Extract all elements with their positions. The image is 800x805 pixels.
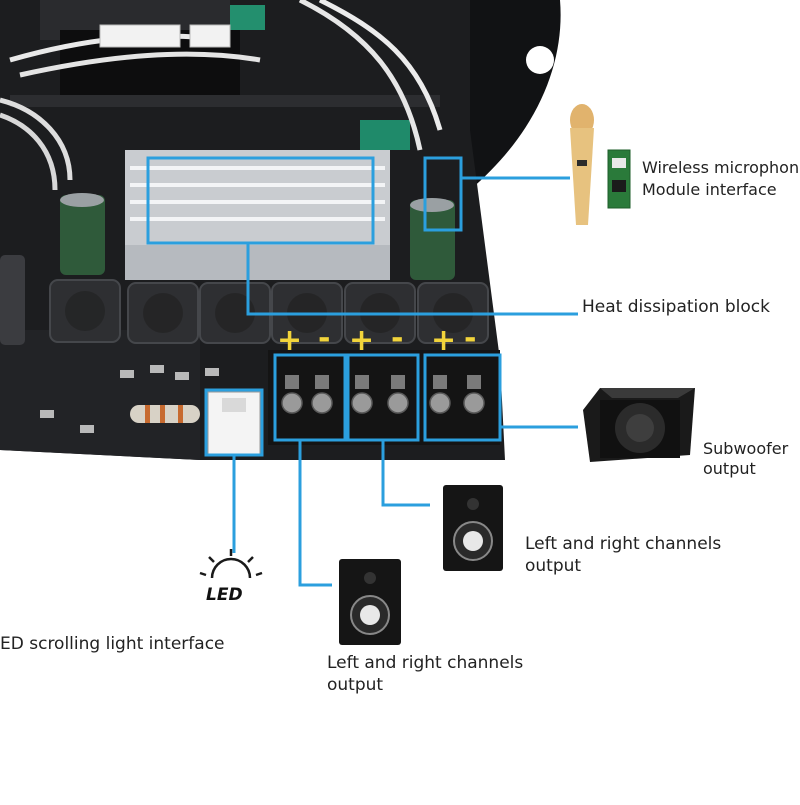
lr-upper-label-line1: Left and right channels [525, 534, 722, 554]
polarity-minus-left: - [318, 321, 331, 356]
wireless-mic-label-line2: Module interface [642, 180, 777, 199]
studio-monitor-speaker-icon-lower [339, 559, 401, 645]
amplifier-board [0, 0, 561, 460]
polarity-plus-right: + [431, 323, 457, 358]
lr-lower-label-line2: output [327, 675, 384, 695]
leader-lines [232, 176, 578, 587]
subwoofer-label-line1: Subwoofer [703, 439, 789, 458]
wireless-mic-label-line1: Wireless microphone [642, 158, 800, 177]
polarity-plus-left: + [277, 323, 303, 358]
studio-monitor-speaker-icon [443, 485, 503, 571]
heatsink-highlight [146, 156, 375, 245]
led-bulb-icon [199, 549, 263, 579]
polarity-minus-middle: - [391, 321, 404, 356]
led-icon-text: LED [206, 585, 243, 605]
subwoofer-speaker-icon [583, 388, 695, 462]
terminal-right-highlight [423, 353, 502, 442]
wireless-microphone-icon [570, 104, 594, 225]
polarity-plus-middle: + [349, 323, 375, 358]
microphone-module-icon [607, 149, 631, 209]
terminal-left-highlight [273, 353, 347, 442]
led-interface-label: ED scrolling light interface [0, 634, 225, 654]
lr-lower-label-line1: Left and right channels [327, 653, 524, 673]
heat-dissipation-label: Heat dissipation block [582, 297, 770, 317]
polarity-minus-right: - [464, 321, 477, 356]
subwoofer-label-line2: output [703, 459, 756, 478]
lr-upper-label-line2: output [525, 556, 582, 576]
mic-module-highlight [423, 156, 463, 232]
